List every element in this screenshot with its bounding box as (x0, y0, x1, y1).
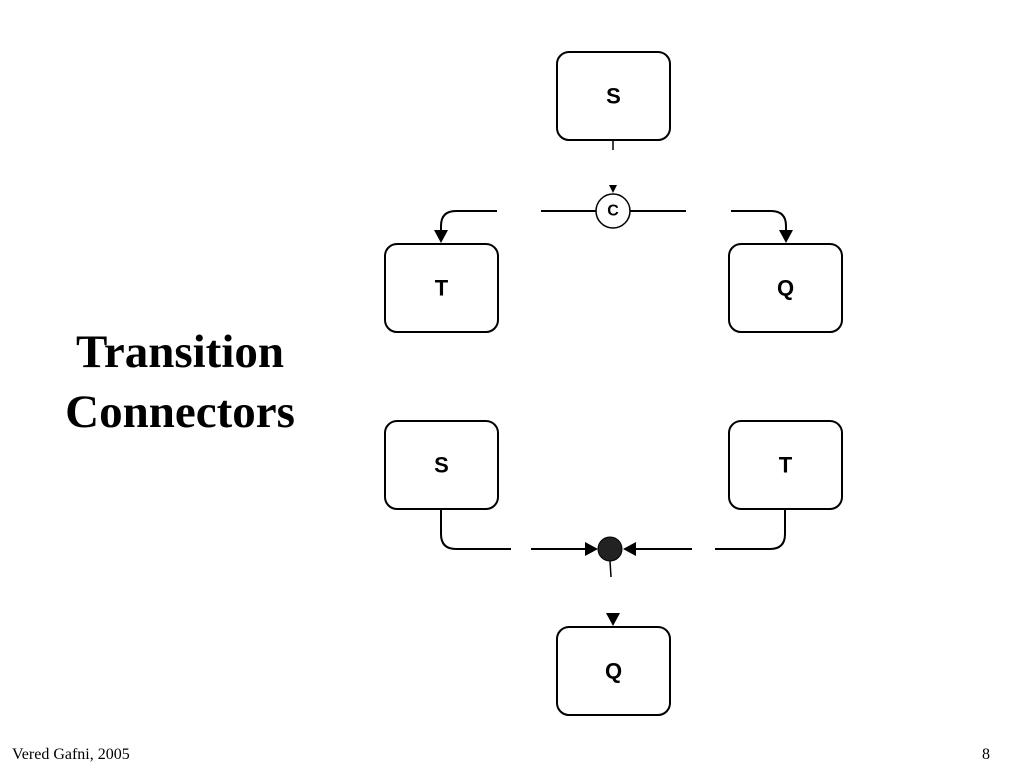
branch-to-t-arrow (434, 230, 448, 243)
bottom-diagram: S T Q (384, 420, 843, 716)
connector-entry-arrow (609, 185, 617, 193)
state-q-bottom-label: Q (605, 659, 622, 684)
state-t-bottom-label: T (779, 453, 793, 478)
state-s-bottom-label: S (434, 453, 449, 478)
state-t-bottom[interactable]: T (728, 420, 843, 510)
state-s-top[interactable]: S (556, 51, 671, 141)
condition-connector-label: C (607, 203, 619, 220)
condition-connector[interactable]: C (595, 193, 631, 229)
state-q-top[interactable]: Q (728, 243, 843, 333)
page-number: 8 (982, 746, 990, 763)
junction-stub-line (609, 560, 612, 578)
s-to-junction-line-a (440, 509, 511, 550)
footer-author: Vered Gafni, 2005 (12, 746, 130, 763)
state-t-top-label: T (435, 276, 449, 301)
t-to-junction-line-a (715, 509, 786, 550)
state-q-bottom[interactable]: Q (556, 626, 671, 716)
branch-to-q-line (731, 210, 787, 233)
s-to-junction-arrow (585, 542, 598, 556)
branch-to-q-arrow (779, 230, 793, 243)
state-s-bottom[interactable]: S (384, 420, 499, 510)
slide-title: Transition Connectors (30, 322, 330, 442)
title-line-1: Transition (75, 326, 285, 378)
state-t-top[interactable]: T (384, 243, 499, 333)
state-s-top-label: S (606, 84, 621, 109)
junction-connector[interactable] (597, 536, 623, 562)
branch-to-t-line (440, 210, 497, 233)
junction-to-q-arrow (606, 613, 620, 626)
title-line-2: Connectors (65, 386, 295, 438)
top-diagram: S C T Q (384, 51, 843, 333)
state-q-top-label: Q (777, 276, 794, 301)
t-to-junction-arrow (623, 542, 636, 556)
